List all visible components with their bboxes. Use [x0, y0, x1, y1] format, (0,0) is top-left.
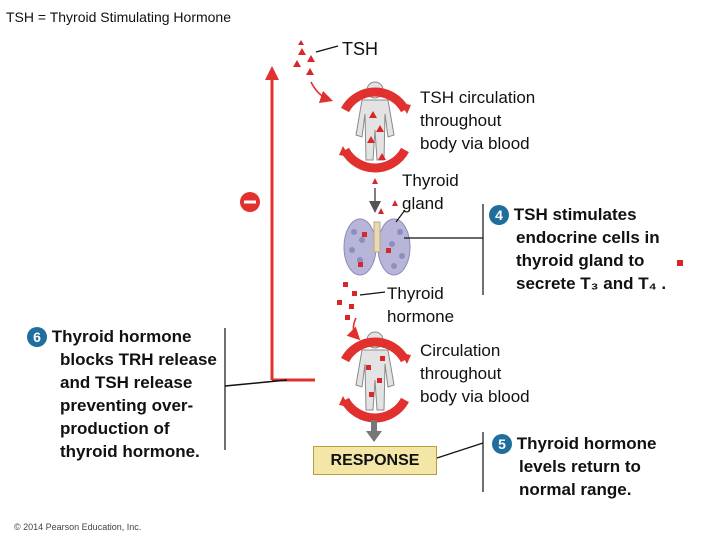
step6-text: 6 Thyroid hormone blocks TRH release and… [27, 325, 217, 463]
thyroid-gland-label: Thyroid gland [402, 171, 459, 213]
diagram-title: TSH = Thyroid Stimulating Hormone [6, 9, 231, 25]
circulation-label-bottom: Circulation throughout body via blood [420, 341, 530, 406]
circulation-loop-bottom [341, 337, 409, 423]
minus-icon [240, 192, 260, 212]
step4-text: 4 TSH stimulates endocrine cells in thyr… [489, 203, 666, 295]
response-box: RESPONSE [313, 446, 437, 475]
tsh-label: TSH [342, 39, 378, 59]
step4-badge: 4 [489, 205, 509, 225]
circulation-loop-top [341, 87, 409, 173]
negative-feedback-arrow [265, 66, 315, 382]
step5-text: 5 Thyroid hormone levels return to norma… [492, 432, 657, 501]
copyright-notice: © 2014 Pearson Education, Inc. [14, 522, 142, 532]
step6-badge: 6 [27, 327, 47, 347]
thyroid-hormone-molecules [337, 282, 357, 320]
tsh-molecules [293, 40, 315, 75]
tsh-entry-arrow [310, 81, 334, 104]
response-arrow [366, 420, 382, 442]
thyroid-hormone-key-square [677, 260, 683, 266]
thyroid-gland-icon [343, 218, 411, 276]
tsh-in-blood-top [367, 111, 386, 160]
step5-badge: 5 [492, 434, 512, 454]
tsh-leader-line [315, 45, 339, 53]
circulation-label-top: TSH circulation throughout body via bloo… [420, 88, 536, 153]
thyroid-hormone-label: Thyroid hormone [387, 284, 455, 326]
gland-leader-line [395, 209, 406, 223]
